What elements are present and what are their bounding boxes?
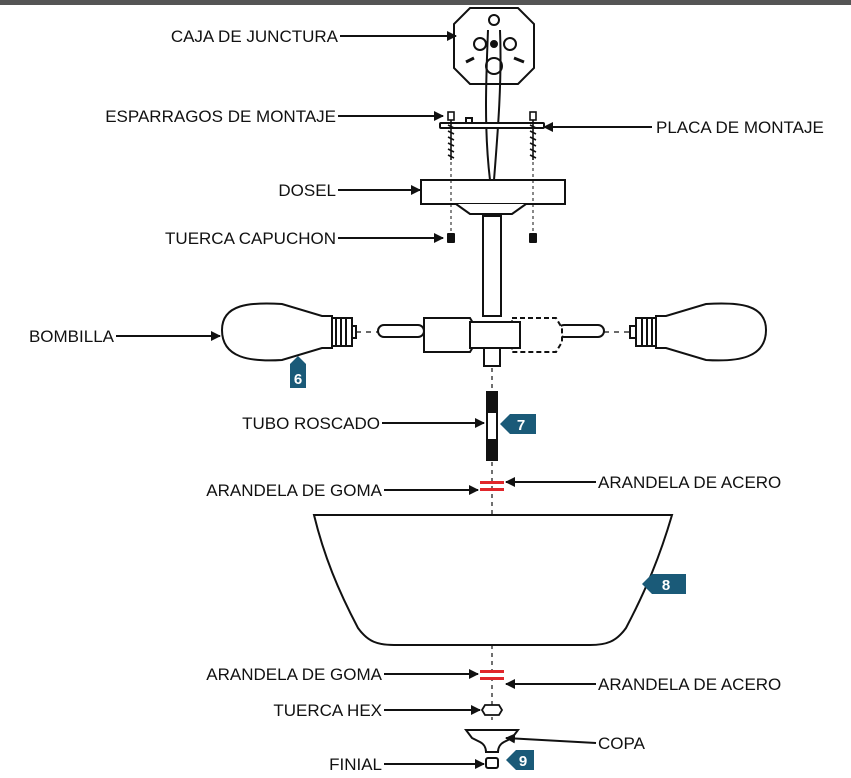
- bulb-left: [220, 302, 357, 362]
- step-badge-9: 9: [506, 750, 534, 770]
- cap-nuts: [447, 233, 537, 243]
- washers-top: [480, 481, 504, 491]
- finial: [485, 757, 499, 769]
- bulb-right: [629, 302, 768, 362]
- label-mounting-screws: ESPARRAGOS DE MONTAJE: [105, 107, 336, 126]
- label-cap-nut: TUERCA CAPUCHON: [165, 229, 336, 248]
- label-junction-box: CAJA DE JUNCTURA: [171, 27, 339, 46]
- threaded-tube: [486, 391, 498, 461]
- label-steel-washer-top: ARANDELA DE ACERO: [598, 473, 781, 492]
- label-hex-nut: TUERCA HEX: [273, 701, 382, 720]
- step-number-6: 6: [294, 371, 302, 388]
- step-badge-7: 7: [500, 414, 536, 434]
- header-bar: [0, 0, 851, 5]
- label-finial: FINIAL: [329, 755, 382, 774]
- wires: [485, 29, 502, 181]
- label-canopy: DOSEL: [278, 181, 336, 200]
- washers-bottom: [480, 670, 504, 680]
- label-rubber-washer-top: ARANDELA DE GOMA: [206, 481, 382, 500]
- socket-cluster: [377, 317, 605, 367]
- step-number-9: 9: [519, 753, 527, 770]
- mounting-plate: [439, 117, 545, 129]
- step-badge-8: 8: [642, 574, 686, 594]
- stem: [482, 215, 502, 317]
- label-mounting-plate: PLACA DE MONTAJE: [656, 118, 824, 137]
- label-steel-washer-bottom: ARANDELA DE ACERO: [598, 675, 781, 694]
- cup: [464, 729, 520, 753]
- label-bulb: BOMBILLA: [29, 327, 115, 346]
- label-rubber-washer-bottom: ARANDELA DE GOMA: [206, 665, 382, 684]
- step-number-8: 8: [662, 577, 670, 594]
- mounting-screws: [447, 111, 537, 160]
- hex-nut: [480, 704, 504, 716]
- leader-arrows: [116, 31, 652, 769]
- junction-box: [453, 7, 535, 85]
- step-number-7: 7: [517, 417, 525, 434]
- label-threaded-tube: TUBO ROSCADO: [242, 414, 380, 433]
- label-cup: COPA: [598, 734, 646, 753]
- shade: [312, 514, 674, 646]
- step-badge-6: 6: [290, 356, 306, 388]
- canopy: [420, 179, 566, 215]
